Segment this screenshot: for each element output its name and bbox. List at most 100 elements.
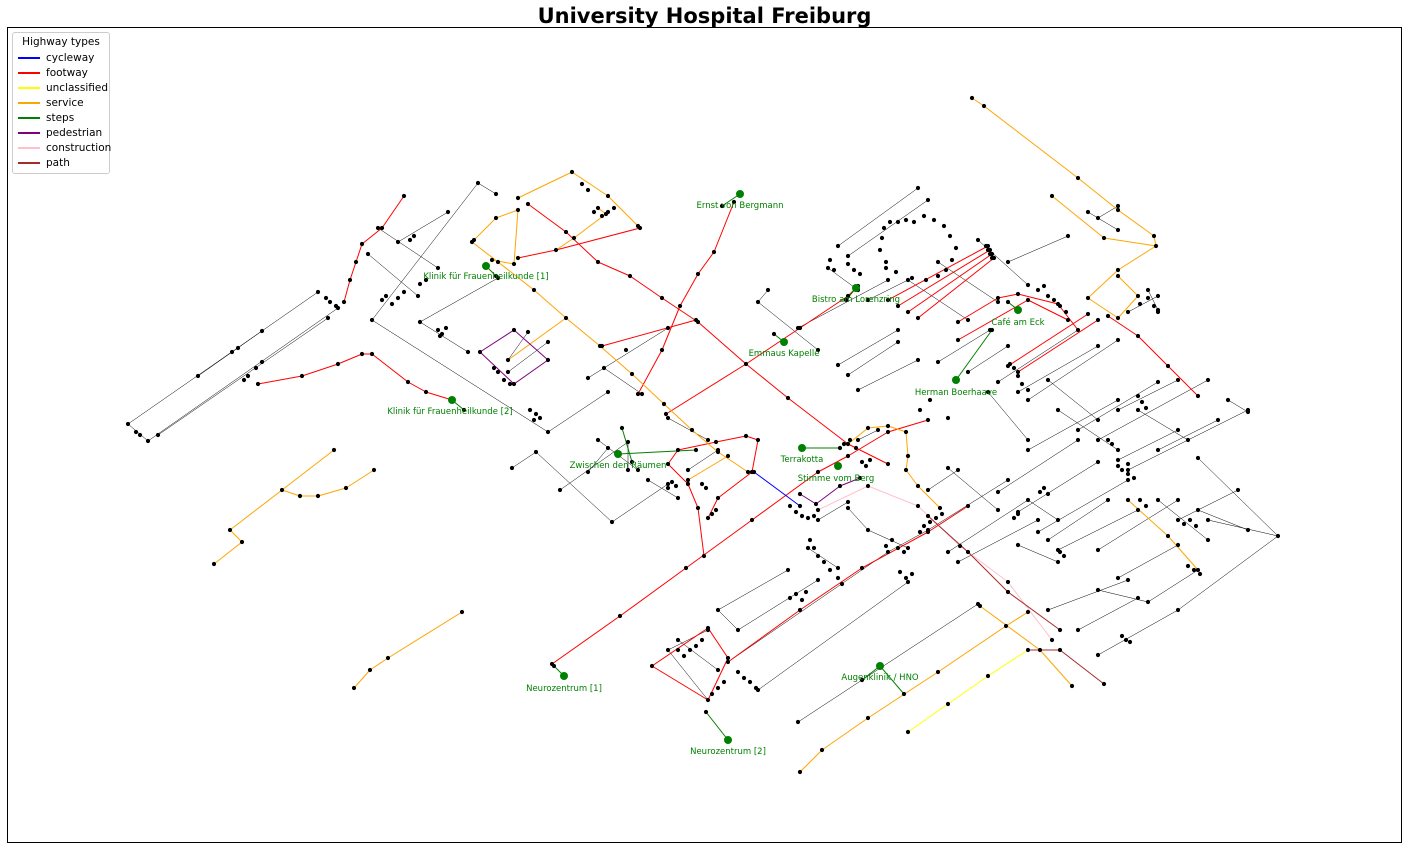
building-edge — [1027, 399, 1119, 451]
network-node — [713, 439, 719, 445]
network-node — [859, 565, 865, 571]
network-node — [921, 213, 927, 219]
network-node — [903, 217, 909, 223]
poi-marker — [736, 190, 744, 198]
building-edge — [1047, 379, 1099, 421]
network-node — [1085, 209, 1091, 215]
footway-edge — [917, 257, 995, 319]
network-node — [511, 327, 517, 333]
network-nodes — [125, 95, 1281, 775]
network-node — [909, 275, 915, 281]
network-node — [665, 485, 671, 491]
network-node — [815, 469, 821, 475]
network-node — [1055, 559, 1061, 565]
network-node — [805, 545, 811, 551]
network-node — [627, 273, 633, 279]
network-node — [1155, 293, 1161, 299]
network-node — [803, 589, 809, 595]
network-node — [1015, 542, 1021, 548]
network-node — [1005, 259, 1011, 265]
network-node — [715, 495, 721, 501]
building-edge — [887, 529, 929, 553]
network-node — [1155, 379, 1161, 385]
network-node — [799, 513, 805, 519]
network-node — [853, 445, 859, 451]
network-node — [837, 445, 843, 451]
network-node — [1135, 595, 1141, 601]
network-node — [1205, 537, 1211, 543]
network-node — [659, 347, 665, 353]
building-edge — [1057, 509, 1139, 551]
network-node — [917, 529, 923, 535]
network-node — [995, 489, 1001, 495]
network-node — [925, 529, 931, 535]
network-node — [725, 655, 731, 661]
building-edge — [1077, 597, 1139, 631]
network-node — [903, 467, 909, 473]
building-edge — [817, 501, 849, 521]
network-node — [417, 319, 423, 325]
network-node — [1155, 497, 1161, 503]
network-node — [923, 277, 929, 283]
building-edge — [667, 629, 709, 651]
legend-swatch — [18, 56, 40, 59]
network-node — [839, 581, 845, 587]
network-node — [1005, 477, 1011, 483]
network-node — [901, 691, 907, 697]
network-node — [525, 201, 531, 207]
network-node — [903, 429, 909, 435]
network-node — [827, 257, 833, 263]
building-edge — [147, 307, 339, 442]
network-node — [1135, 507, 1141, 513]
network-node — [509, 465, 515, 471]
network-node — [1025, 647, 1031, 653]
network-node — [423, 389, 429, 395]
network-node — [957, 543, 963, 549]
steps-edge — [621, 427, 633, 463]
network-node — [469, 239, 475, 245]
network-node — [1005, 579, 1011, 585]
building-edge — [397, 211, 449, 243]
poi-marker — [798, 444, 806, 452]
network-node — [659, 295, 665, 301]
building-edge — [867, 279, 909, 301]
building-edge — [1087, 211, 1119, 231]
network-node — [857, 271, 863, 277]
network-node — [1151, 233, 1157, 239]
network-node — [1137, 301, 1143, 307]
network-node — [883, 543, 889, 549]
network-node — [1115, 447, 1121, 453]
building-edge — [547, 391, 609, 433]
network-node — [1145, 287, 1151, 293]
network-node — [493, 191, 499, 197]
network-node — [297, 493, 303, 499]
network-node — [611, 205, 617, 211]
network-node — [645, 477, 651, 483]
network-node — [1123, 637, 1129, 643]
network-node — [445, 209, 451, 215]
network-node — [719, 203, 725, 209]
footway-edge — [667, 435, 759, 557]
network-node — [1191, 567, 1197, 573]
network-node — [1275, 533, 1281, 539]
network-node — [515, 195, 521, 201]
network-node — [599, 213, 605, 219]
service-edge — [555, 207, 607, 251]
building-edge — [1227, 399, 1249, 413]
network-node — [1045, 377, 1051, 383]
building-edge — [997, 439, 1079, 493]
building-edge — [1147, 569, 1199, 603]
network-node — [601, 365, 607, 371]
poi-marker — [724, 736, 732, 744]
legend-item-steps: steps — [18, 110, 104, 125]
network-node — [1175, 427, 1181, 433]
network-node — [715, 607, 721, 613]
building-edge — [1117, 544, 1179, 579]
building-edge — [757, 289, 769, 303]
network-node — [985, 247, 991, 253]
network-node — [1175, 607, 1181, 613]
network-node — [1101, 235, 1107, 241]
network-node — [605, 193, 611, 199]
